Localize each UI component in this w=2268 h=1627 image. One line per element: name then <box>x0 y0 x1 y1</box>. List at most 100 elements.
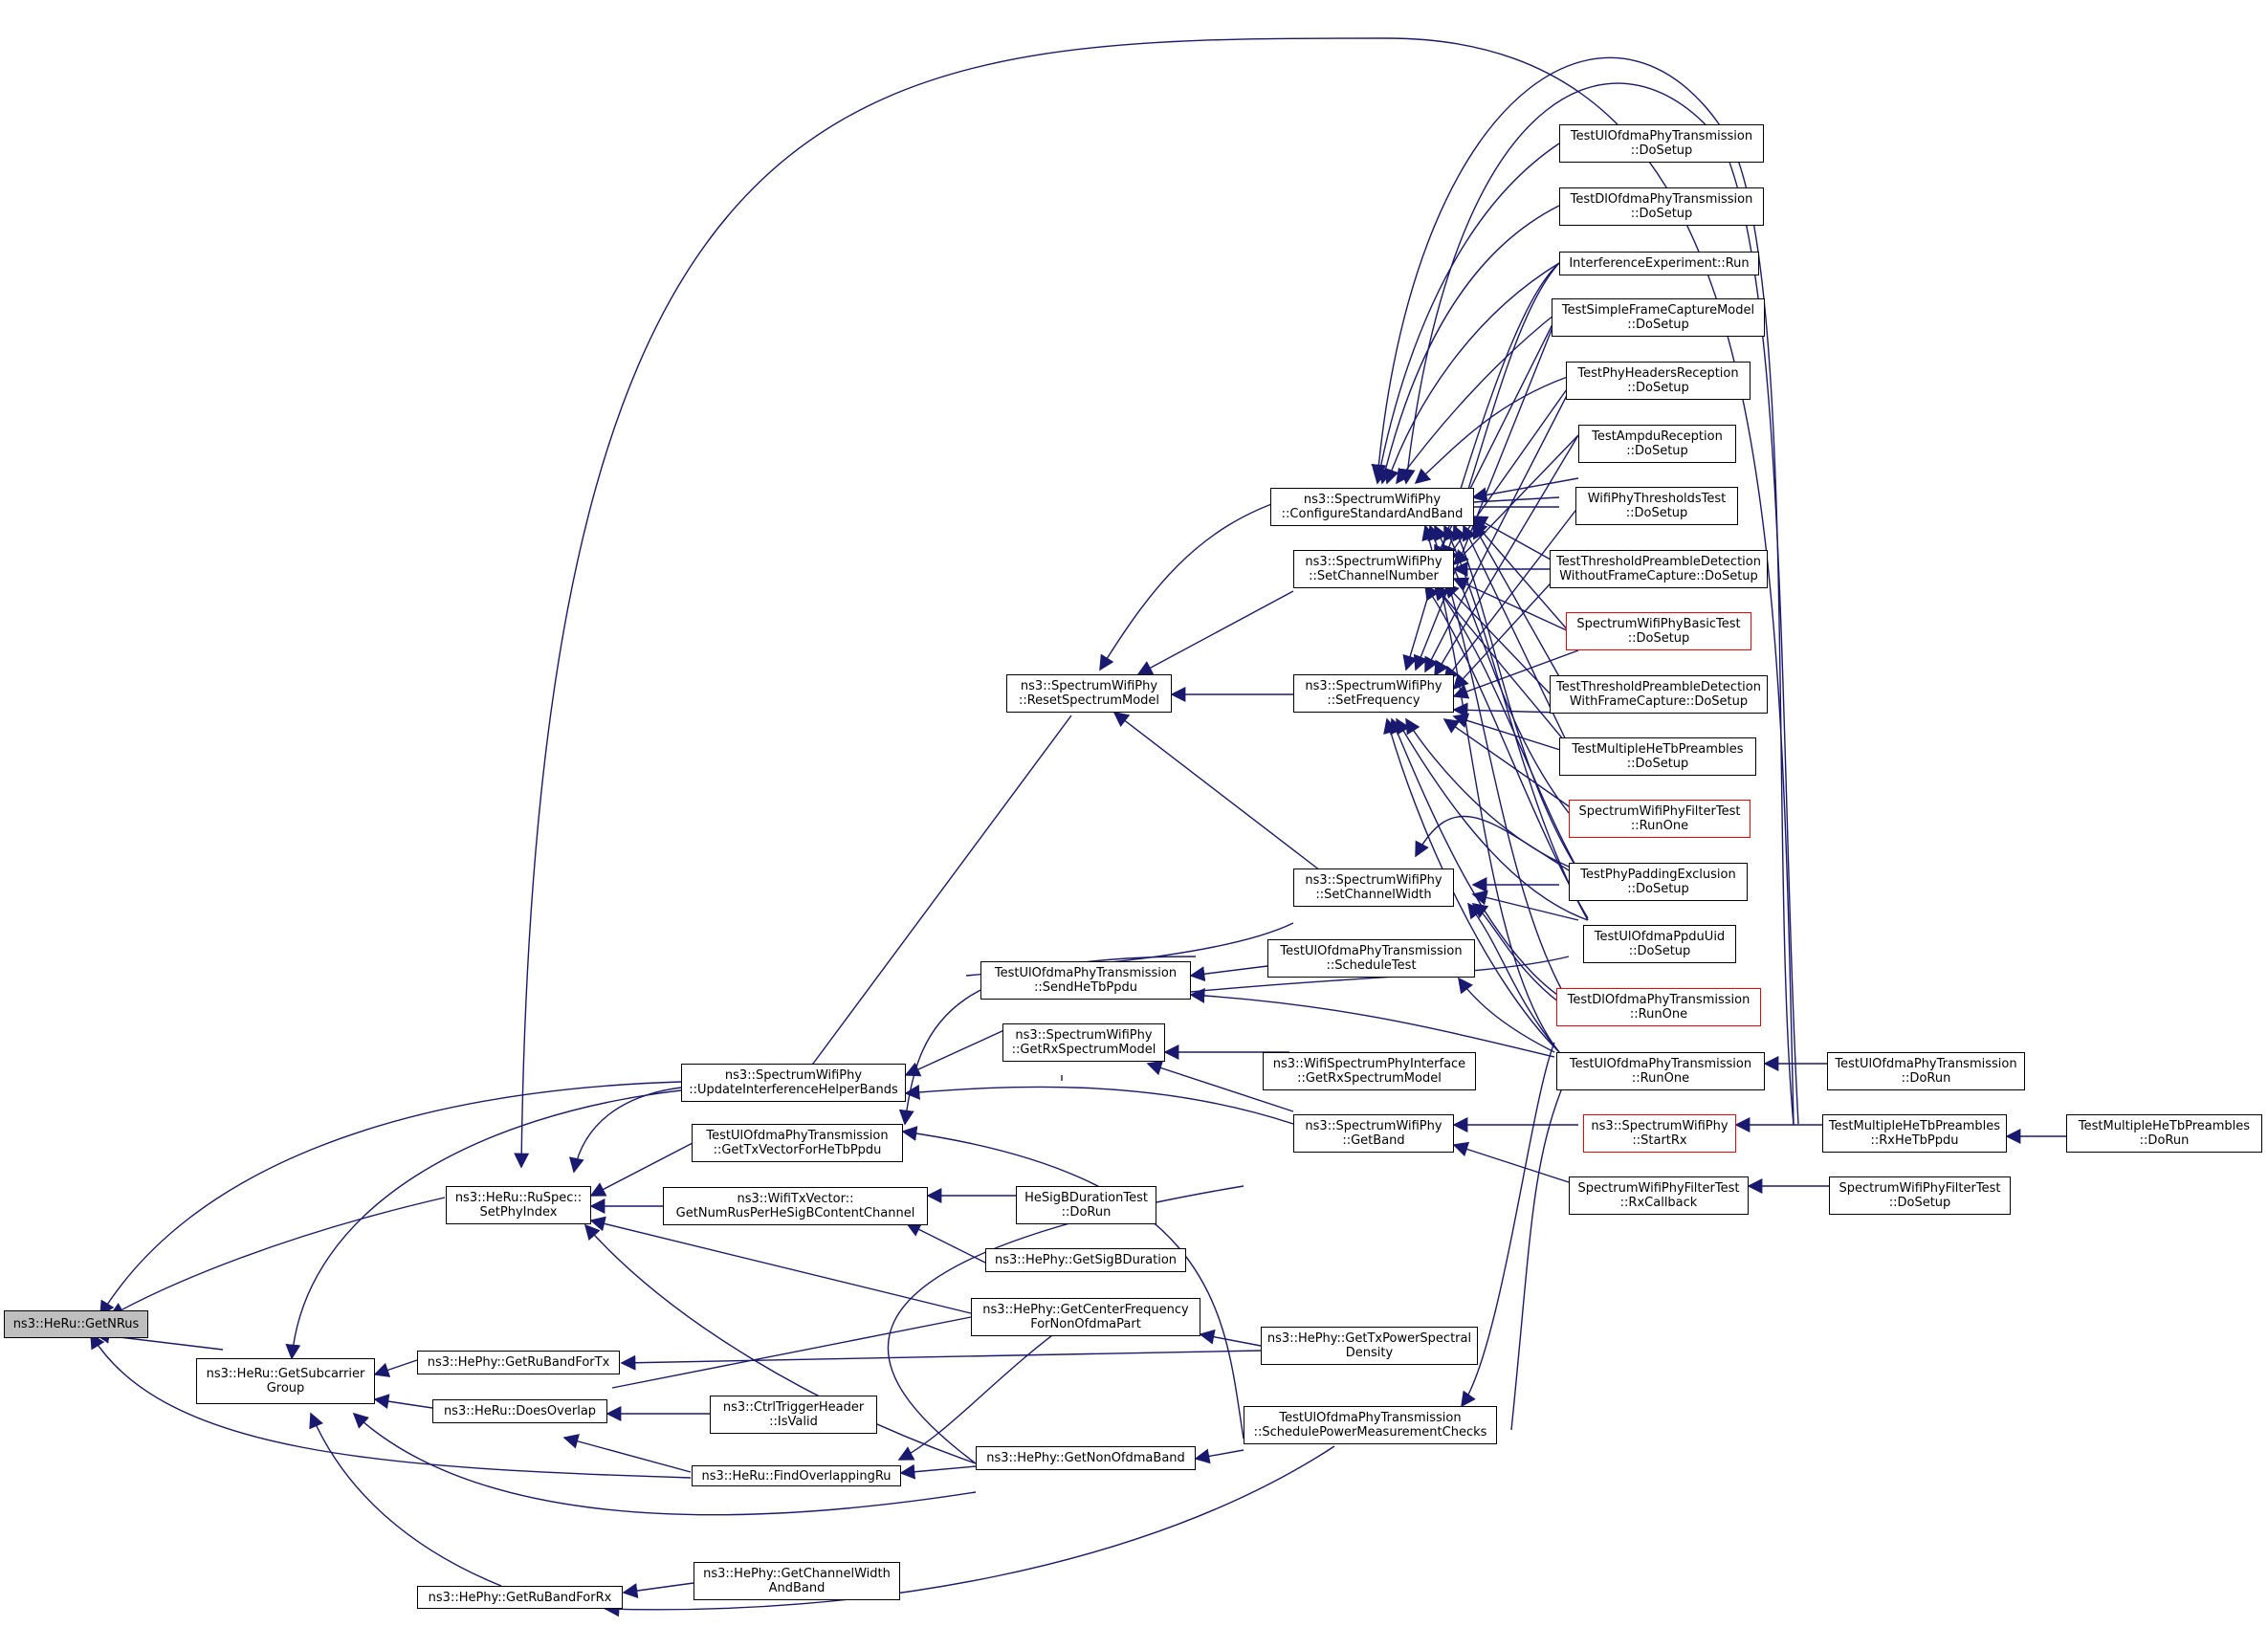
node-ns3-spectrumwifiphy-resetspectrummodel[interactable]: ns3::SpectrumWifiPhy ::ResetSpectrumMode… <box>1006 674 1172 713</box>
node-testulofdmappduuid-dosetup[interactable]: TestUlOfdmaPpduUid ::DoSetup <box>1583 925 1736 963</box>
node-label: ns3::HeRu::DoesOverlap <box>443 1404 597 1418</box>
node-ns3-heru-findoverlappingru[interactable]: ns3::HeRu::FindOverlappingRu <box>692 1465 901 1486</box>
node-label-line1: ns3::CtrlTriggerHeader <box>722 1400 865 1415</box>
node-testthresholdpreambledetectionwithoutframecapture-dosetup[interactable]: TestThresholdPreambleDetection WithoutFr… <box>1550 550 1768 588</box>
edge-getsigb-getnumrus <box>905 1222 986 1264</box>
edge-thresholdwithout-configurestandard <box>1471 516 1560 565</box>
node-ns3-heru-getsubcarriergroup[interactable]: ns3::HeRu::GetSubcarrier Group <box>196 1358 375 1404</box>
node-wifiphythresholdstest-dosetup[interactable]: WifiPhyThresholdsTest ::DoSetup <box>1575 487 1738 525</box>
node-label-line2: ::DoRun <box>1901 1071 1951 1086</box>
node-label-line2: ::SetFrequency <box>1327 693 1420 708</box>
edge-updateinterference-getsubcarriergroup <box>285 1089 682 1360</box>
node-testmultiplehetbpreambles-dosetup[interactable]: TestMultipleHeTbPreambles ::DoSetup <box>1559 737 1756 776</box>
node-label-line1: ns3::HePhy::GetChannelWidth <box>703 1567 891 1581</box>
edge-getchannelwidth-getrubandforrx <box>622 1582 694 1598</box>
node-ns3-spectrumwifiphy-setfrequency[interactable]: ns3::SpectrumWifiPhy ::SetFrequency <box>1293 674 1454 713</box>
edge-interference-configurestandard <box>1384 262 1560 485</box>
node-testmultiplehetbpreambles-dorun[interactable]: TestMultipleHeTbPreambles ::DoRun <box>2066 1114 2262 1153</box>
node-label-line1: TestUlOfdmaPhyTransmission <box>1569 1057 1752 1071</box>
node-ns3-heru-doesoverlap[interactable]: ns3::HeRu::DoesOverlap <box>432 1399 607 1423</box>
edge-ulofdmarunone-schedulepower <box>1461 1042 1555 1408</box>
node-hesigbdurationtest-dorun[interactable]: HeSigBDurationTest ::DoRun <box>1016 1186 1156 1224</box>
edge-getband-getrxspectrum <box>1146 1060 1294 1112</box>
node-testphypaddingexclusion-dosetup[interactable]: TestPhyPaddingExclusion ::DoSetup <box>1569 863 1748 901</box>
node-label-line1: HeSigBDurationTest <box>1024 1191 1148 1205</box>
node-label-line2: AndBand <box>768 1581 826 1595</box>
edge-spectrumbasic-setchannelnumber <box>1452 577 1570 632</box>
node-ns3-hephy-gettxpowerspectraldensity[interactable]: ns3::HePhy::GetTxPowerSpectral Density <box>1261 1327 1478 1365</box>
node-testphyheadersreception-dosetup[interactable]: TestPhyHeadersReception ::DoSetup <box>1566 362 1751 400</box>
node-testulofdmaphytransmission-dorun[interactable]: TestUlOfdmaPhyTransmission ::DoRun <box>1827 1052 2025 1090</box>
edge-thresholdwith-setfrequency <box>1452 702 1560 718</box>
node-ns3-spectrumwifiphy-updateinterferencehelperbands[interactable]: ns3::SpectrumWifiPhy ::UpdateInterferenc… <box>681 1064 906 1102</box>
node-ns3-hephy-getrubandforrx[interactable]: ns3::HePhy::GetRuBandForRx <box>417 1586 623 1609</box>
edge-dlrunone-configurestandard <box>1427 524 1570 1003</box>
node-label-line1: TestThresholdPreambleDetection <box>1556 555 1761 569</box>
node-ns3-ctrltriggerheader-isvalid[interactable]: ns3::CtrlTriggerHeader ::IsValid <box>710 1396 877 1434</box>
node-label-line1: ns3::HePhy::GetTxPowerSpectral <box>1266 1331 1472 1346</box>
node-ns3-wifitxvector-getnumrusperhesigbcontentchannel[interactable]: ns3::WifiTxVector:: GetNumRusPerHeSigBCo… <box>663 1187 928 1225</box>
node-ns3-spectrumwifiphy-startrx[interactable]: ns3::SpectrumWifiPhy ::StartRx <box>1583 1114 1736 1153</box>
node-testulofdmaphytransmission-schedulepowermeasurementchecks[interactable]: TestUlOfdmaPhyTransmission ::SchedulePow… <box>1244 1406 1497 1444</box>
node-ns3-spectrumwifiphy-getband[interactable]: ns3::SpectrumWifiPhy ::GetBand <box>1293 1114 1454 1153</box>
edge-filterrxcallback-getband <box>1452 1141 1570 1183</box>
node-testmultiplehetbpreambles-rxhetbppdu[interactable]: TestMultipleHeTbPreambles ::RxHeTbPpdu <box>1822 1114 2007 1153</box>
node-label-line2: ::GetRxSpectrumModel <box>1297 1071 1442 1086</box>
edge-getrubandforrx-getsubcarriergroup <box>309 1412 502 1587</box>
node-label-line1: ns3::SpectrumWifiPhy <box>1305 679 1442 693</box>
edge-simpleframe-configurestandard <box>1396 310 1560 485</box>
node-spectrumwifiphyfiltertest-rxcallback[interactable]: SpectrumWifiPhyFilterTest ::RxCallback <box>1569 1176 1749 1215</box>
node-label-line1: TestDlOfdmaPhyTransmission <box>1567 993 1751 1007</box>
node-ns3-spectrumwifiphy-setchannelwidth[interactable]: ns3::SpectrumWifiPhy ::SetChannelWidth <box>1293 868 1454 907</box>
edge-findoverlappingru-doesoverlap <box>562 1434 692 1473</box>
edge-getcenterfreq-setphyindex <box>589 1216 972 1314</box>
node-ns3-hephy-getcenterfrequencyfornonofdmapart[interactable]: ns3::HePhy::GetCenterFrequency ForNonOfd… <box>971 1298 1200 1336</box>
edge-gettxpower-getcenterfreq <box>1199 1329 1262 1347</box>
node-label-line1: SpectrumWifiPhyFilterTest <box>1577 1181 1740 1196</box>
node-label-line1: ns3::WifiTxVector:: <box>737 1192 854 1206</box>
node-testulofdmaphytransmission-scheduletest[interactable]: TestUlOfdmaPhyTransmission ::ScheduleTes… <box>1267 939 1475 978</box>
edge-gettxpower-getrubandfortx <box>620 1350 1262 1371</box>
node-label-line2: ::ScheduleTest <box>1326 958 1417 973</box>
node-label-line2: Density <box>1345 1346 1394 1360</box>
node-label-line1: TestUlOfdmaPhyTransmission <box>1280 944 1463 958</box>
edge-padding-configurestandard <box>1452 524 1579 871</box>
edge-thresholdwith-setchannelnumber <box>1442 582 1551 694</box>
node-testthresholdpreambledetectionwithframecapture-dosetup[interactable]: TestThresholdPreambleDetection WithFrame… <box>1550 675 1768 714</box>
node-label-line2: ::DoSetup <box>1628 944 1691 958</box>
node-testulofdmaphytransmission-dosetup[interactable]: TestUlOfdmaPhyTransmission ::DoSetup <box>1559 124 1764 163</box>
node-ns3-hephy-getchannelwidthandband[interactable]: ns3::HePhy::GetChannelWidth AndBand <box>694 1562 900 1600</box>
edge-dlrunone-setfrequency <box>1390 717 1570 1003</box>
node-testulofdmaphytransmission-gettxvectorforhetbppdu[interactable]: TestUlOfdmaPhyTransmission ::GetTxVector… <box>692 1124 903 1162</box>
node-testulofdmaphytransmission-sendhetbppdu[interactable]: TestUlOfdmaPhyTransmission ::SendHeTbPpd… <box>980 961 1191 1000</box>
node-testsimpleframecapturemodel-dosetup[interactable]: TestSimpleFrameCaptureModel ::DoSetup <box>1552 298 1765 337</box>
edge-getband-updateinterference <box>904 1084 1294 1125</box>
edge-multiplehetb-setchannelnumber <box>1433 583 1570 747</box>
node-spectrumwifiphybasictest-dosetup[interactable]: SpectrumWifiPhyBasicTest ::DoSetup <box>1566 612 1751 650</box>
node-ns3-spectrumwifiphy-getrxspectrummodel[interactable]: ns3::SpectrumWifiPhy ::GetRxSpectrumMode… <box>1002 1023 1165 1062</box>
node-spectrumwifiphyfiltertest-dosetup[interactable]: SpectrumWifiPhyFilterTest ::DoSetup <box>1829 1176 2011 1215</box>
node-ns3-spectrumwifiphy-setchannelnumber[interactable]: ns3::SpectrumWifiPhy ::SetChannelNumber <box>1293 550 1454 588</box>
node-ns3-wifispectrumphyinterface-getrxspectrummodel[interactable]: ns3::WifiSpectrumPhyInterface ::GetRxSpe… <box>1263 1052 1476 1090</box>
node-testulofdmaphytransmission-runone[interactable]: TestUlOfdmaPhyTransmission ::RunOne <box>1556 1052 1765 1090</box>
node-label-line2: ::UpdateInterferenceHelperBands <box>689 1083 898 1097</box>
node-label-line2: GetNumRusPerHeSigBContentChannel <box>675 1206 915 1220</box>
node-testdlofdmaphytransmission-dosetup[interactable]: TestDlOfdmaPhyTransmission ::DoSetup <box>1559 187 1764 226</box>
node-ns3-heru-ruspec-setphyindex[interactable]: ns3::HeRu::RuSpec:: SetPhyIndex <box>446 1186 591 1224</box>
node-label-line1: TestUlOfdmaPhyTransmission <box>994 966 1178 980</box>
edge-gettxvector-setphyindex <box>589 1142 694 1197</box>
node-ns3-hephy-getnonofdmaband[interactable]: ns3::HePhy::GetNonOfdmaBand <box>976 1446 1196 1470</box>
node-testdlofdmaphytransmission-runone[interactable]: TestDlOfdmaPhyTransmission ::RunOne <box>1556 988 1761 1026</box>
node-ns3-hephy-getrubandfortx[interactable]: ns3::HePhy::GetRuBandForTx <box>417 1351 620 1374</box>
node-testampdureception-dosetup[interactable]: TestAmpduReception ::DoSetup <box>1578 425 1736 463</box>
node-label: ns3::HePhy::GetSigBDuration <box>994 1253 1178 1267</box>
node-interferenceexperiment-run[interactable]: InterferenceExperiment::Run <box>1559 252 1759 275</box>
node-label-line1: SpectrumWifiPhyFilterTest <box>1578 804 1741 819</box>
node-label: ns3::HePhy::GetNonOfdmaBand <box>986 1451 1185 1465</box>
node-ns3-spectrumwifiphy-configurestandardandband[interactable]: ns3::SpectrumWifiPhy ::ConfigureStandard… <box>1270 488 1474 526</box>
node-label: ns3::HePhy::GetRuBandForTx <box>427 1355 610 1370</box>
edge-getcenterfreq-doesoverlap-aux <box>611 1316 972 1389</box>
node-ns3-hephy-getsigbduration[interactable]: ns3::HePhy::GetSigBDuration <box>985 1248 1186 1272</box>
node-label-line1: TestUlOfdmaPhyTransmission <box>1279 1411 1462 1425</box>
node-spectrumwifiphyfiltertest-runone[interactable]: SpectrumWifiPhyFilterTest ::RunOne <box>1569 800 1751 838</box>
